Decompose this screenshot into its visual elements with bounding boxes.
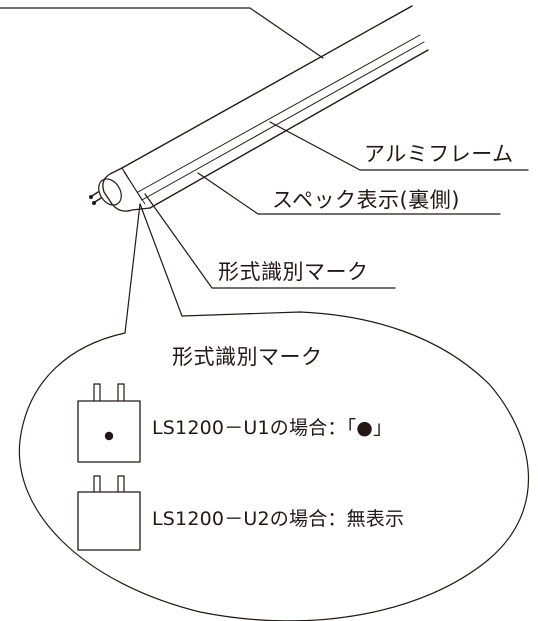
- u2-case-text: LS1200－U2の場合：無表示: [152, 508, 405, 530]
- type-mark-callout-label: 形式識別マーク: [218, 260, 369, 284]
- leader-aluminum-frame: [269, 121, 529, 171]
- u1-case-text: LS1200－U1の場合：「●」: [152, 417, 393, 439]
- leader-spec-display: [197, 172, 501, 215]
- spec-display-label: スペック表示(裏側): [272, 188, 460, 212]
- tube-end-cap-icon: [88, 167, 151, 212]
- cap-with-dot-icon: [77, 383, 141, 463]
- callout-bubble: [18, 203, 530, 621]
- leader-type-mark: [144, 193, 396, 289]
- aluminum-frame-label: アルミフレーム: [364, 142, 514, 166]
- leader-top: [0, 7, 324, 59]
- cap-plain-icon: [77, 475, 141, 551]
- type-mark-title: 形式識別マーク: [172, 345, 323, 369]
- led-tube: [121, 5, 429, 209]
